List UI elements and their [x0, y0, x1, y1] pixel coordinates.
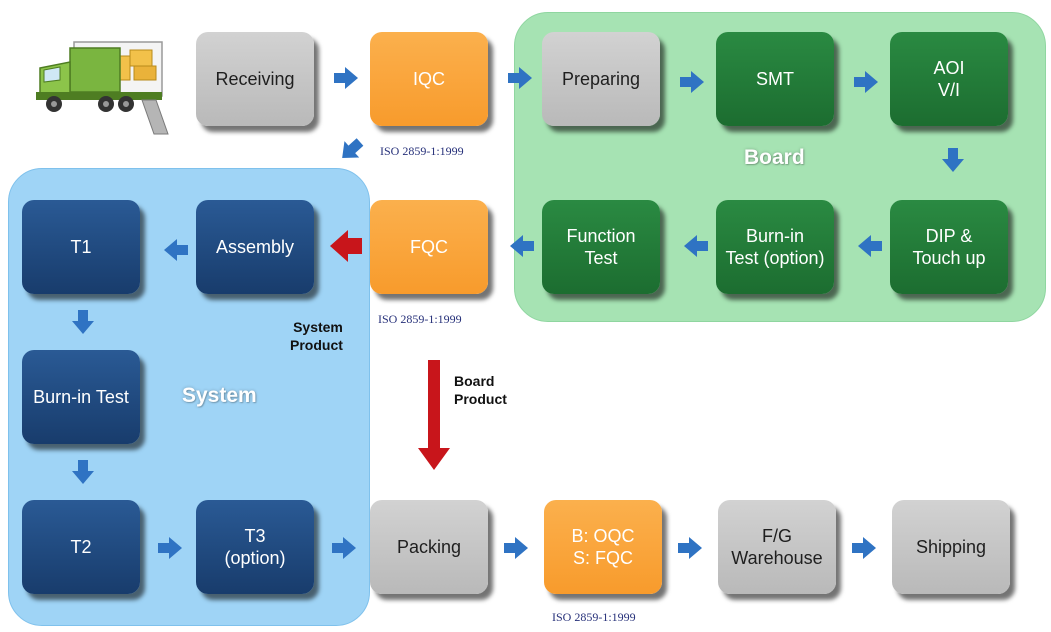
- system-region-label: System: [182, 384, 257, 407]
- packing-step: Packing: [370, 500, 488, 594]
- board-region-label: Board: [744, 146, 805, 169]
- oqc-fqc-step: B: OQC S: FQC: [544, 500, 662, 594]
- iqc-step: IQC: [370, 32, 488, 126]
- arrow-t3-to-packing: [332, 537, 356, 559]
- arrow-t2-to-t3: [158, 537, 182, 559]
- arrow-dip-to-burn-in: [858, 235, 882, 257]
- fg-warehouse-step: F/G Warehouse: [718, 500, 836, 594]
- preparing-step: Preparing: [542, 32, 660, 126]
- arrow-fqc-to-assembly: [330, 230, 362, 262]
- smt-step: SMT: [716, 32, 834, 126]
- arrow-function-test-to-fqc: [510, 235, 534, 257]
- assembly-step: Assembly: [196, 200, 314, 294]
- t2-step: T2: [22, 500, 140, 594]
- t3-option-step: T3 (option): [196, 500, 314, 594]
- arrow-receiving-to-iqc: [334, 67, 358, 89]
- arrow-burn-in-to-function-test: [684, 235, 708, 257]
- fqc-iso-standard: ISO 2859-1:1999: [378, 312, 462, 326]
- burn-in-option-step: Burn-in Test (option): [716, 200, 834, 294]
- arrow-assembly-to-t1: [164, 239, 188, 261]
- arrow-burn-in-test-to-t2: [72, 460, 94, 484]
- burn-in-test-step: Burn-in Test: [22, 350, 140, 444]
- arrow-smt-to-aoi: [854, 71, 878, 93]
- aoi-step: AOI V/I: [890, 32, 1008, 126]
- arrow-iqc-to-preparing: [508, 67, 532, 89]
- delivery-truck-icon: [30, 38, 170, 138]
- arrow-t1-to-burn-in-test: [72, 310, 94, 334]
- board-product-note: Board Product: [454, 373, 507, 407]
- function-test-step: Function Test: [542, 200, 660, 294]
- arrow-aoi-to-dip: [942, 148, 964, 172]
- fqc-step: FQC: [370, 200, 488, 294]
- iqc-iso-standard: ISO 2859-1:1999: [380, 144, 464, 158]
- arrow-preparing-to-smt: [680, 71, 704, 93]
- system-product-note: System Product: [290, 319, 343, 353]
- shipping-step: Shipping: [892, 500, 1010, 594]
- t1-step: T1: [22, 200, 140, 294]
- oqc-iso-standard: ISO 2859-1:1999: [552, 610, 636, 624]
- dip-touch-up-step: DIP & Touch up: [890, 200, 1008, 294]
- receiving-step: Receiving: [196, 32, 314, 126]
- arrow-iqc-to-system: [334, 133, 368, 167]
- arrow-board-product-to-packing: [418, 360, 450, 470]
- arrow-packing-to-oqc: [504, 537, 528, 559]
- arrow-warehouse-to-shipping: [852, 537, 876, 559]
- arrow-oqc-to-warehouse: [678, 537, 702, 559]
